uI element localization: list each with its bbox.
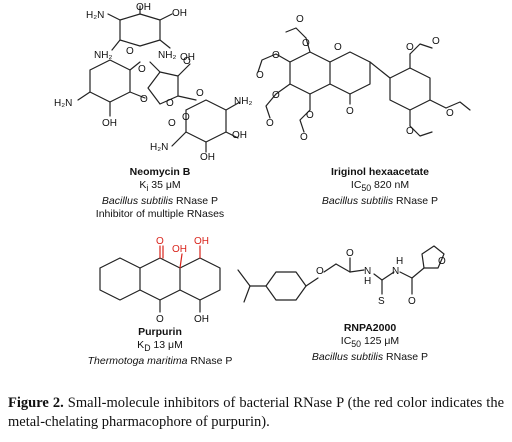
compound-value: IC50 820 nM xyxy=(350,179,410,194)
svg-text:NH₂: NH₂ xyxy=(94,50,112,61)
svg-text:OH: OH xyxy=(194,236,209,247)
svg-text:NH₂: NH₂ xyxy=(234,96,252,107)
svg-text:O: O xyxy=(406,42,414,53)
svg-text:OH: OH xyxy=(200,152,215,163)
svg-text:OH: OH xyxy=(172,244,187,255)
svg-text:O: O xyxy=(432,36,440,47)
svg-text:O: O xyxy=(140,94,148,105)
rnpa2000-atom-labels: O O N H N H S O O xyxy=(316,248,446,307)
svg-text:O: O xyxy=(266,118,274,129)
svg-text:O: O xyxy=(196,88,204,99)
svg-text:O: O xyxy=(272,50,280,61)
svg-text:OH: OH xyxy=(180,52,195,63)
figure-caption: Figure 2. Small-molecule inhibitors of b… xyxy=(8,394,504,432)
svg-text:OH: OH xyxy=(194,314,209,325)
svg-text:OH: OH xyxy=(232,130,247,141)
compound-target: Bacillus subtilis RNase P xyxy=(321,195,439,208)
svg-text:O: O xyxy=(156,314,164,325)
svg-text:O: O xyxy=(446,108,454,119)
svg-text:O: O xyxy=(408,296,416,307)
figure-label: Figure 2. xyxy=(8,395,64,411)
svg-text:O: O xyxy=(438,256,446,267)
svg-text:O: O xyxy=(166,98,174,109)
svg-text:OH: OH xyxy=(172,8,187,19)
svg-text:OH: OH xyxy=(102,118,117,129)
svg-text:S: S xyxy=(378,296,385,307)
svg-text:H₂N: H₂N xyxy=(86,10,104,21)
purpurin-atom-labels: O OH OH O OH xyxy=(156,236,209,325)
svg-text:H₂N: H₂N xyxy=(54,98,72,109)
compound-name: Purpurin xyxy=(138,326,182,338)
rnpa2000-structure xyxy=(237,245,445,303)
purpurin-structure xyxy=(99,257,221,313)
rnpa2000-info: RNPA2000 IC50 125 μM Bacillus subtilis R… xyxy=(270,322,470,364)
svg-text:O: O xyxy=(346,106,354,117)
compound-name: RNPA2000 xyxy=(343,322,397,334)
svg-text:O: O xyxy=(156,236,164,247)
svg-text:O: O xyxy=(316,266,324,277)
compound-note: Inhibitor of multiple RNases xyxy=(95,208,225,221)
svg-text:O: O xyxy=(296,14,304,25)
compound-value: KD 13 μM xyxy=(137,339,183,354)
svg-text:O: O xyxy=(334,42,342,53)
svg-text:N: N xyxy=(364,266,371,277)
compound-target: Bacillus subtilis RNase P xyxy=(101,195,219,208)
svg-text:O: O xyxy=(406,126,414,137)
caption-text: Small-molecule inhibitors of bacterial R… xyxy=(8,395,505,430)
iriginol-hexaacetate-structure xyxy=(257,27,471,137)
svg-text:O: O xyxy=(182,112,190,123)
svg-text:H: H xyxy=(364,276,371,287)
svg-text:O: O xyxy=(256,70,264,81)
iriginol-atom-labels: O O O O O O O O O O O O O O xyxy=(256,14,454,143)
svg-text:H₂N: H₂N xyxy=(150,142,168,153)
svg-text:O: O xyxy=(183,56,191,67)
compound-target: Thermotoga maritima RNase P xyxy=(87,355,233,368)
svg-text:O: O xyxy=(306,110,314,121)
structures-figure: OH H₂N OH NH₂ OH NH₂ O H₂N O OH O O O O … xyxy=(54,2,471,325)
compound-value: IC50 125 μM xyxy=(340,335,400,350)
svg-text:O: O xyxy=(302,38,310,49)
neomycin-b-atom-labels: OH H₂N OH NH₂ OH NH₂ O H₂N O OH O O O O … xyxy=(54,2,252,163)
svg-text:OH: OH xyxy=(136,2,151,13)
compound-name: Iriginol hexaacetate xyxy=(330,166,430,178)
compound-value: Ki 35 μM xyxy=(139,179,181,194)
svg-text:O: O xyxy=(272,90,280,101)
neomycin-b-structure xyxy=(77,5,241,153)
compound-name: Neomycin B xyxy=(129,166,191,178)
svg-text:O: O xyxy=(126,46,134,57)
svg-text:O: O xyxy=(300,132,308,143)
neomycin-b-info: Neomycin B Ki 35 μM Bacillus subtilis RN… xyxy=(60,166,260,221)
svg-text:N: N xyxy=(392,266,399,277)
svg-text:O: O xyxy=(168,118,176,129)
svg-text:O: O xyxy=(138,64,146,75)
svg-text:H: H xyxy=(396,256,403,267)
compound-target: Bacillus subtilis RNase P xyxy=(311,351,429,364)
purpurin-info: Purpurin KD 13 μM Thermotoga maritima RN… xyxy=(60,326,260,368)
svg-text:NH₂: NH₂ xyxy=(158,50,176,61)
svg-text:O: O xyxy=(346,248,354,259)
iriginol-info: Iriginol hexaacetate IC50 820 nM Bacillu… xyxy=(280,166,480,208)
